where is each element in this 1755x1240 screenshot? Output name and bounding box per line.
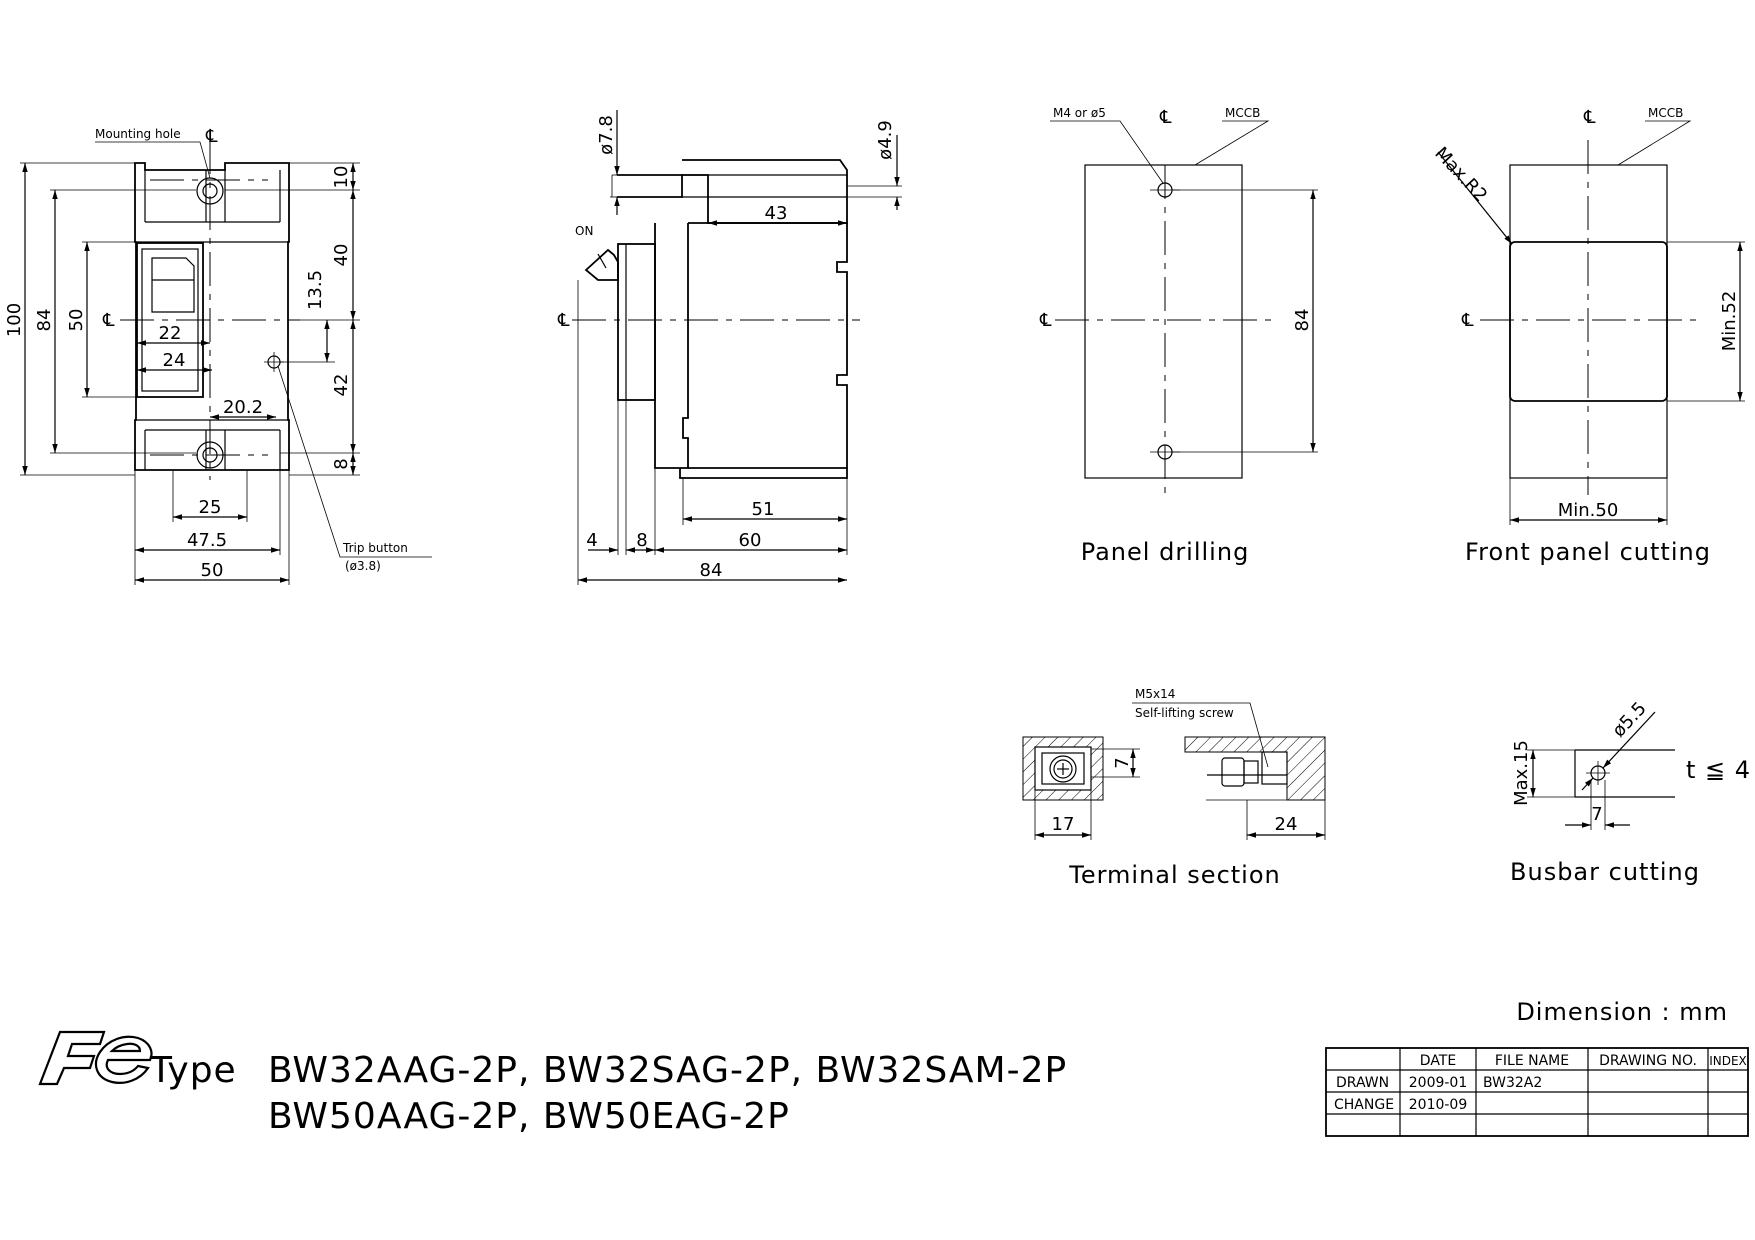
min-50-label: Min.50 — [1558, 500, 1619, 521]
terminal-section-view: 7 17 M5x14 Self-lifting screw 24 Termina… — [1022, 687, 1326, 889]
row-label-change: CHANGE — [1334, 1097, 1394, 1113]
dim-7-busbar: 7 — [1591, 804, 1602, 825]
dim-42: 42 — [331, 374, 352, 397]
trip-button-label: Trip button — [342, 541, 408, 555]
dia-5-5-label: ø5.5 — [1608, 698, 1650, 741]
dim-84: 84 — [34, 309, 55, 332]
busbar-hole-icon — [1586, 761, 1610, 785]
centerline-symbol: ℄ — [1159, 107, 1172, 128]
units-label: Dimension : mm — [1516, 998, 1728, 1026]
on-label: ON — [575, 224, 593, 238]
header-file-name: FILE NAME — [1495, 1053, 1569, 1069]
terminal-section-caption: Terminal section — [1068, 861, 1281, 889]
dim-84-side: 84 — [700, 560, 723, 581]
busbar-cutting-caption: Busbar cutting — [1510, 858, 1700, 886]
front-panel-cutting-caption: Front panel cutting — [1465, 538, 1711, 566]
header-drawing-no: DRAWING NO. — [1599, 1053, 1697, 1069]
mounting-hole-label: Mounting hole — [95, 127, 181, 141]
dim-47-5: 47.5 — [187, 530, 227, 551]
panel-drilling-view: M4 or ø5 MCCB ℄ ℄ 84 Panel drilling — [1039, 106, 1318, 566]
type-label: Type — [149, 1050, 237, 1091]
max-15-label: Max.15 — [1511, 740, 1532, 806]
thickness-label: t ≦ 4 — [1686, 756, 1751, 784]
drawn-date: 2009-01 — [1409, 1075, 1468, 1091]
m4-label: M4 or ø5 — [1053, 106, 1106, 120]
change-date: 2010-09 — [1409, 1097, 1468, 1113]
dim-50: 50 — [66, 309, 87, 332]
centerline-symbol: ℄ — [1461, 310, 1474, 331]
models-line-2: BW50AAG-2P, BW50EAG-2P — [268, 1096, 790, 1137]
dim-100: 100 — [4, 303, 25, 337]
m5x14-label: M5x14 — [1135, 687, 1175, 701]
title-block: DATE FILE NAME DRAWING NO. INDEX DRAWN 2… — [1325, 1047, 1749, 1137]
dim-25: 25 — [199, 497, 222, 518]
drawn-file-name: BW32A2 — [1483, 1075, 1542, 1091]
dim-50-width: 50 — [201, 560, 224, 581]
dim-17: 17 — [1052, 814, 1075, 835]
front-view: Mounting hole ℄ ℄ Trip button (ø3.8) 100… — [4, 126, 432, 585]
dim-24: 24 — [163, 350, 186, 371]
min-52-label: Min.52 — [1719, 291, 1740, 352]
dim-dia-4-9: ø4.9 — [875, 120, 896, 160]
dim-8-side: 8 — [636, 530, 647, 551]
dim-43: 43 — [765, 203, 788, 224]
trip-button-diameter: (ø3.8) — [345, 559, 381, 573]
centerline-symbol: ℄ — [102, 310, 115, 331]
centerline-symbol: ℄ — [557, 310, 570, 331]
dim-4: 4 — [586, 530, 597, 551]
mccb-label: MCCB — [1225, 106, 1260, 120]
header-index: INDEX — [1709, 1054, 1747, 1068]
dim-24-terminal: 24 — [1275, 814, 1298, 835]
dim-84-panel: 84 — [1292, 309, 1313, 332]
front-panel-cutting-view: MCCB ℄ ℄ Max.R2 Min.52 Min.50 Front pane… — [1430, 106, 1745, 566]
centerline-symbol: ℄ — [1039, 310, 1052, 331]
dim-13-5: 13.5 — [305, 270, 326, 310]
models-line-1: BW32AAG-2P, BW32SAG-2P, BW32SAM-2P — [268, 1050, 1067, 1091]
side-view: ø7.8 ø4.9 43 51 4 8 60 84 ON ℄ — [557, 110, 902, 585]
dim-7-terminal: 7 — [1112, 757, 1133, 768]
header-date: DATE — [1420, 1053, 1456, 1069]
dim-60: 60 — [739, 530, 762, 551]
busbar-cutting-view: Max.15 ø5.5 7 t ≦ 4 Busbar cutting — [1510, 698, 1751, 886]
centerline-symbol: ℄ — [205, 126, 218, 147]
screw-head-icon — [1049, 755, 1077, 783]
dim-10: 10 — [331, 166, 352, 189]
max-r2-label: Max.R2 — [1430, 143, 1491, 206]
row-label-drawn: DRAWN — [1336, 1075, 1389, 1091]
dim-dia-7-8: ø7.8 — [596, 115, 617, 155]
mccb-label: MCCB — [1648, 106, 1683, 120]
panel-drilling-caption: Panel drilling — [1081, 538, 1250, 566]
dim-8: 8 — [331, 458, 352, 469]
dim-51: 51 — [752, 499, 775, 520]
dim-20-2: 20.2 — [223, 397, 263, 418]
centerline-symbol: ℄ — [1583, 107, 1596, 128]
dim-22: 22 — [159, 323, 182, 344]
self-lifting-screw-label: Self-lifting screw — [1135, 706, 1234, 720]
logo-icon — [38, 1030, 153, 1086]
dim-40: 40 — [331, 244, 352, 267]
